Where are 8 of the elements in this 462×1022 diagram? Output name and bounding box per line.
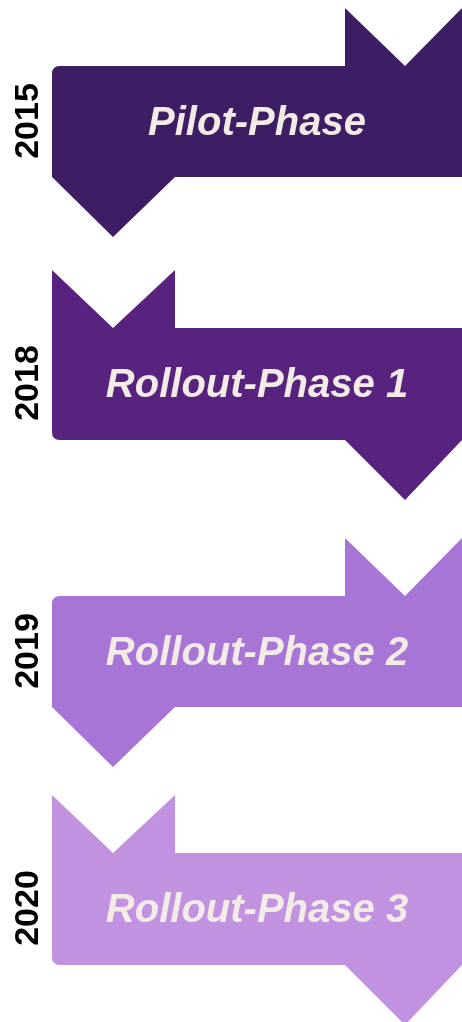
phase-label: Rollout-Phase 3 [105,886,409,931]
phase-label: Rollout-Phase 1 [105,361,409,406]
phase-label: Rollout-Phase 2 [105,629,409,674]
year-label: 2020 [6,870,46,946]
phase-label: Pilot-Phase [148,99,366,144]
year-label: 2018 [6,345,46,421]
year-label: 2015 [6,83,46,159]
year-label: 2019 [6,613,46,689]
